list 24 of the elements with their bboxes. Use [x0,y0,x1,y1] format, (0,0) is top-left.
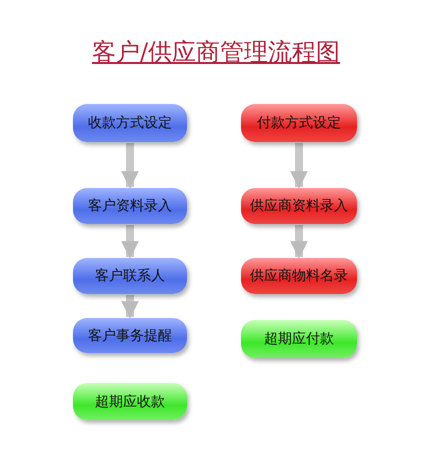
box-label: 超期应付款 [264,330,334,348]
box-label: 收款方式设定 [88,114,172,132]
arrow [121,225,139,259]
process-box [73,383,187,420]
box-label: 客户联系人 [95,267,165,285]
arrow [121,143,139,189]
process-box [73,258,187,294]
box-label: 付款方式设定 [257,114,341,132]
process-box [241,104,357,142]
process-box [73,318,187,353]
process-box [73,188,187,224]
process-box [241,320,357,358]
box-label: 客户资料录入 [88,197,172,215]
arrow [290,143,308,189]
arrow [121,295,139,319]
box-label: 客户事务提醒 [88,326,172,344]
process-box [241,188,357,224]
box-label: 超期应收款 [95,392,165,410]
process-box [73,104,187,142]
arrow [290,225,308,259]
process-box [241,258,357,294]
box-label: 供应商资料录入 [250,197,348,215]
diagram-title: 客户/供应商管理流程图 [90,37,342,68]
box-label: 供应商物料名录 [250,267,348,285]
